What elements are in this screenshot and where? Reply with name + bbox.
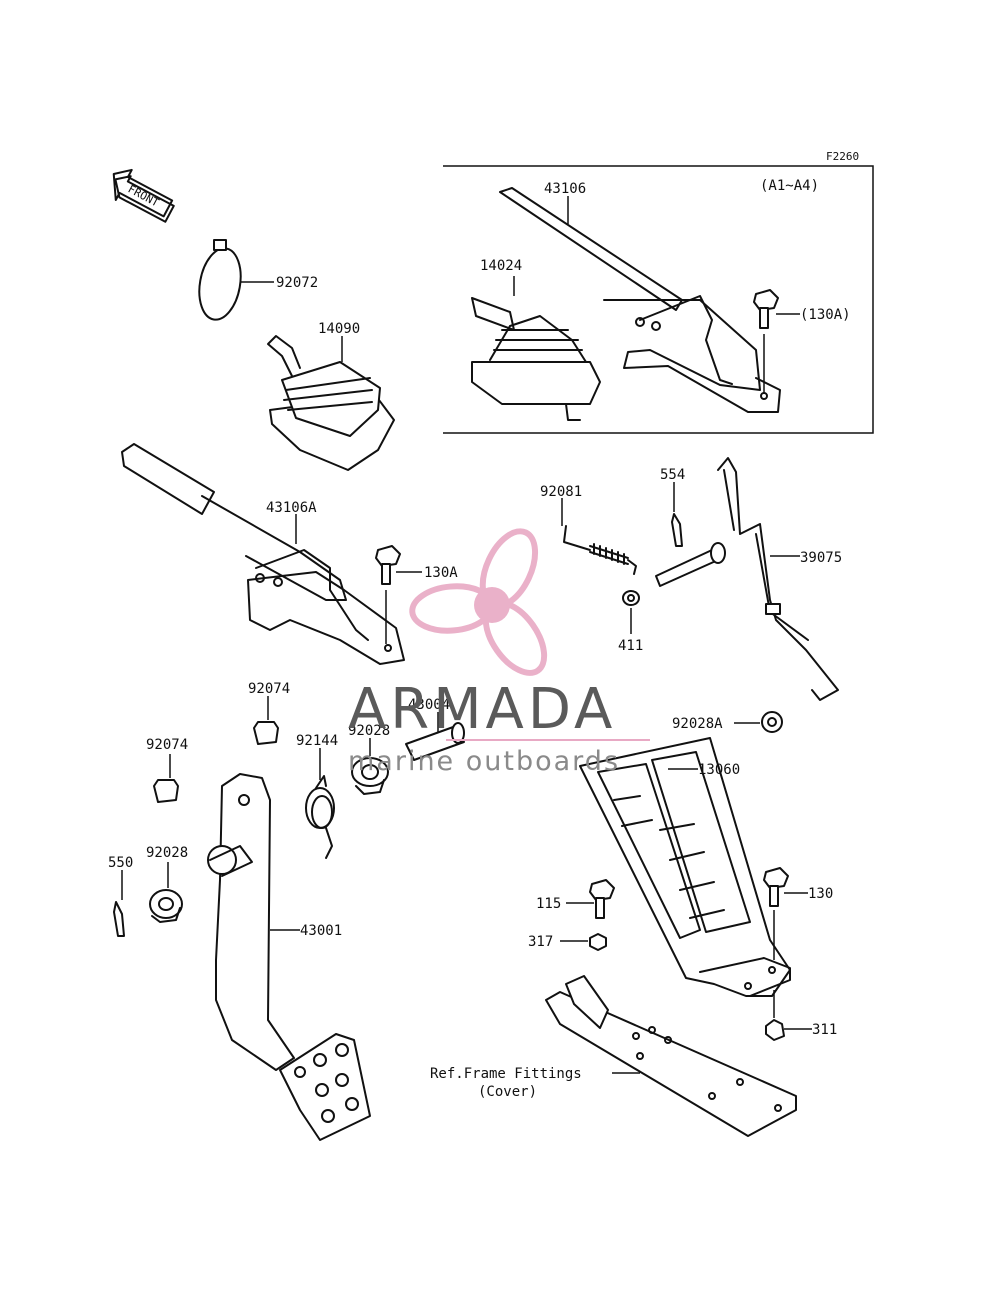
- callout-92074-a: 92074: [248, 681, 290, 697]
- watermark-subtitle: marine outboards: [348, 746, 620, 777]
- bushing-92028-b: [149, 889, 183, 923]
- callout-317: 317: [528, 934, 553, 950]
- callout-130: 130: [808, 886, 833, 902]
- spring-92144: [305, 775, 335, 859]
- inset-frame: [443, 165, 874, 434]
- callout-92072: 92072: [276, 275, 318, 291]
- callout-130A: 130A: [424, 565, 458, 581]
- bushing-92028-a: [351, 757, 389, 795]
- pedal-plate-13060: [579, 737, 791, 997]
- brake-pedal-43001: [207, 773, 371, 1141]
- figure-code: F2260: [826, 150, 859, 163]
- ref-frame-label-line2: (Cover): [478, 1084, 537, 1100]
- bolt-115: [589, 879, 615, 919]
- cotter-pin-554: [671, 513, 683, 547]
- bolt-130A-inset: [753, 289, 779, 329]
- inset-note: (A1~A4): [760, 178, 819, 194]
- boot-14090: [267, 335, 395, 471]
- spring-92081: [563, 525, 637, 575]
- cotter-pin-550: [113, 901, 125, 937]
- watermark-title: ARMADA: [348, 677, 616, 742]
- armada-logo-icon: [409, 528, 548, 676]
- bushing-92028A: [761, 711, 783, 733]
- bolt-130: [763, 867, 789, 907]
- callout-411: 411: [618, 638, 643, 654]
- band-clamp-92072: [198, 239, 242, 321]
- plug-92074-b: [153, 779, 179, 803]
- callout-43106A: 43106A: [266, 500, 317, 516]
- callout-43004: 43004: [408, 697, 450, 713]
- frame-cover: [545, 975, 797, 1137]
- callout-92144: 92144: [296, 733, 338, 749]
- callout-14090: 14090: [318, 321, 360, 337]
- nut-317: [589, 933, 607, 951]
- boot-14024: [471, 297, 601, 421]
- callout-554: 554: [660, 467, 685, 483]
- callout-92028-a: 92028: [348, 723, 390, 739]
- callout-92028-b: 92028: [146, 845, 188, 861]
- callout-14024: 14024: [480, 258, 522, 274]
- plug-92074-a: [253, 721, 279, 745]
- callout-39075: 39075: [800, 550, 842, 566]
- washer-411: [622, 590, 640, 606]
- pin-43004: [405, 722, 465, 761]
- callout-311: 311: [812, 1022, 837, 1038]
- callout-550: 550: [108, 855, 133, 871]
- callout-92074-b: 92074: [146, 737, 188, 753]
- brake-lever-43106A: [121, 443, 405, 665]
- ref-frame-label-line1: Ref.Frame Fittings: [430, 1066, 582, 1082]
- callout-92081: 92081: [540, 484, 582, 500]
- front-arrow-icon: FRONT: [112, 168, 175, 223]
- callout-43001: 43001: [300, 923, 342, 939]
- callout-115: 115: [536, 896, 561, 912]
- callout-43106: 43106: [544, 181, 586, 197]
- callout-13060: 13060: [698, 762, 740, 778]
- callout-92028A: 92028A: [672, 716, 723, 732]
- nut-311: [765, 1019, 785, 1041]
- shaft-39075: [655, 457, 839, 701]
- bolt-130A: [375, 545, 401, 585]
- callout-130A-inset: (130A): [800, 307, 851, 323]
